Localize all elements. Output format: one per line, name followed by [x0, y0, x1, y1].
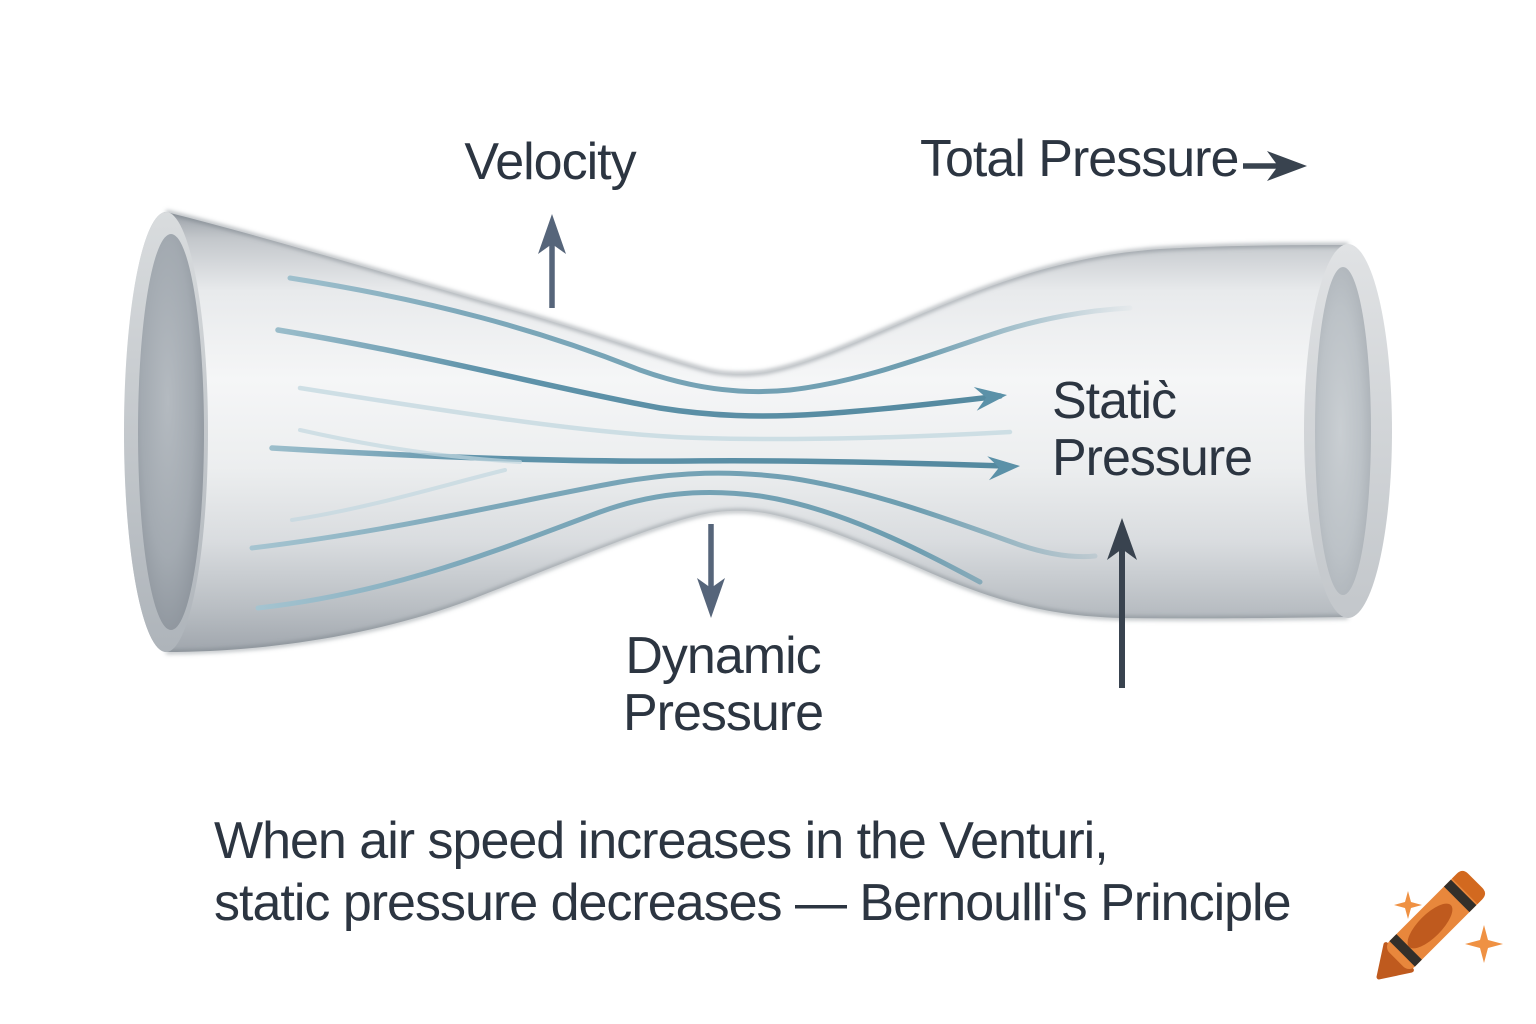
streamline-arrowhead-icon — [973, 386, 1007, 411]
streamline-arrowhead-icon — [987, 456, 1020, 481]
streamline — [269, 445, 1008, 469]
tube-right-opening — [1304, 244, 1392, 618]
velocity-arrow-icon — [538, 214, 566, 308]
velocity-label: Velocity — [464, 133, 636, 191]
streamlines — [249, 275, 1133, 611]
crayon-icon — [1376, 870, 1486, 980]
streamline-branch — [290, 468, 507, 522]
streamline — [249, 470, 1098, 560]
caption-text: When air speed increases in the Venturi,… — [214, 810, 1292, 934]
tube-body — [124, 212, 1388, 652]
tube-top-contour — [165, 210, 1349, 377]
static-pressure-line1: Static̀ — [1052, 372, 1177, 430]
dynamic-pressure-line2: Pressure — [622, 684, 824, 742]
static-pressure-line2: Pressure — [1052, 429, 1253, 487]
caption-line1: When air speed increases in the Venturi, — [214, 812, 1109, 870]
crayon-watermark — [1376, 870, 1503, 980]
caption-line2: static pressure decreases — Bernoulli's … — [214, 874, 1292, 932]
static-pressure-arrow-icon — [1107, 518, 1137, 688]
total-pressure-arrow-icon — [1243, 151, 1307, 181]
right-rim-inner — [1315, 267, 1371, 595]
streamline — [297, 385, 1013, 442]
static-pressure-label: Static̀ Pressure — [1052, 372, 1253, 487]
sparkle-icon — [1394, 891, 1422, 919]
streamline — [287, 275, 1133, 395]
dynamic-pressure-arrow-icon — [697, 524, 725, 618]
streamline — [255, 490, 983, 611]
streamline — [275, 327, 1003, 419]
left-rim-inner — [138, 234, 204, 630]
dynamic-pressure-label: Dynamic Pressure — [573, 628, 873, 742]
sparkle-icon — [1465, 925, 1503, 963]
venturi-tube — [124, 210, 1392, 654]
dynamic-pressure-line1: Dynamic — [625, 627, 821, 685]
total-pressure-label: Total Pressure — [920, 130, 1239, 188]
streamline-branch — [298, 428, 522, 464]
annotation-arrows — [538, 151, 1307, 688]
tube-bottom-contour — [165, 508, 1349, 654]
tube-left-opening — [124, 212, 208, 652]
